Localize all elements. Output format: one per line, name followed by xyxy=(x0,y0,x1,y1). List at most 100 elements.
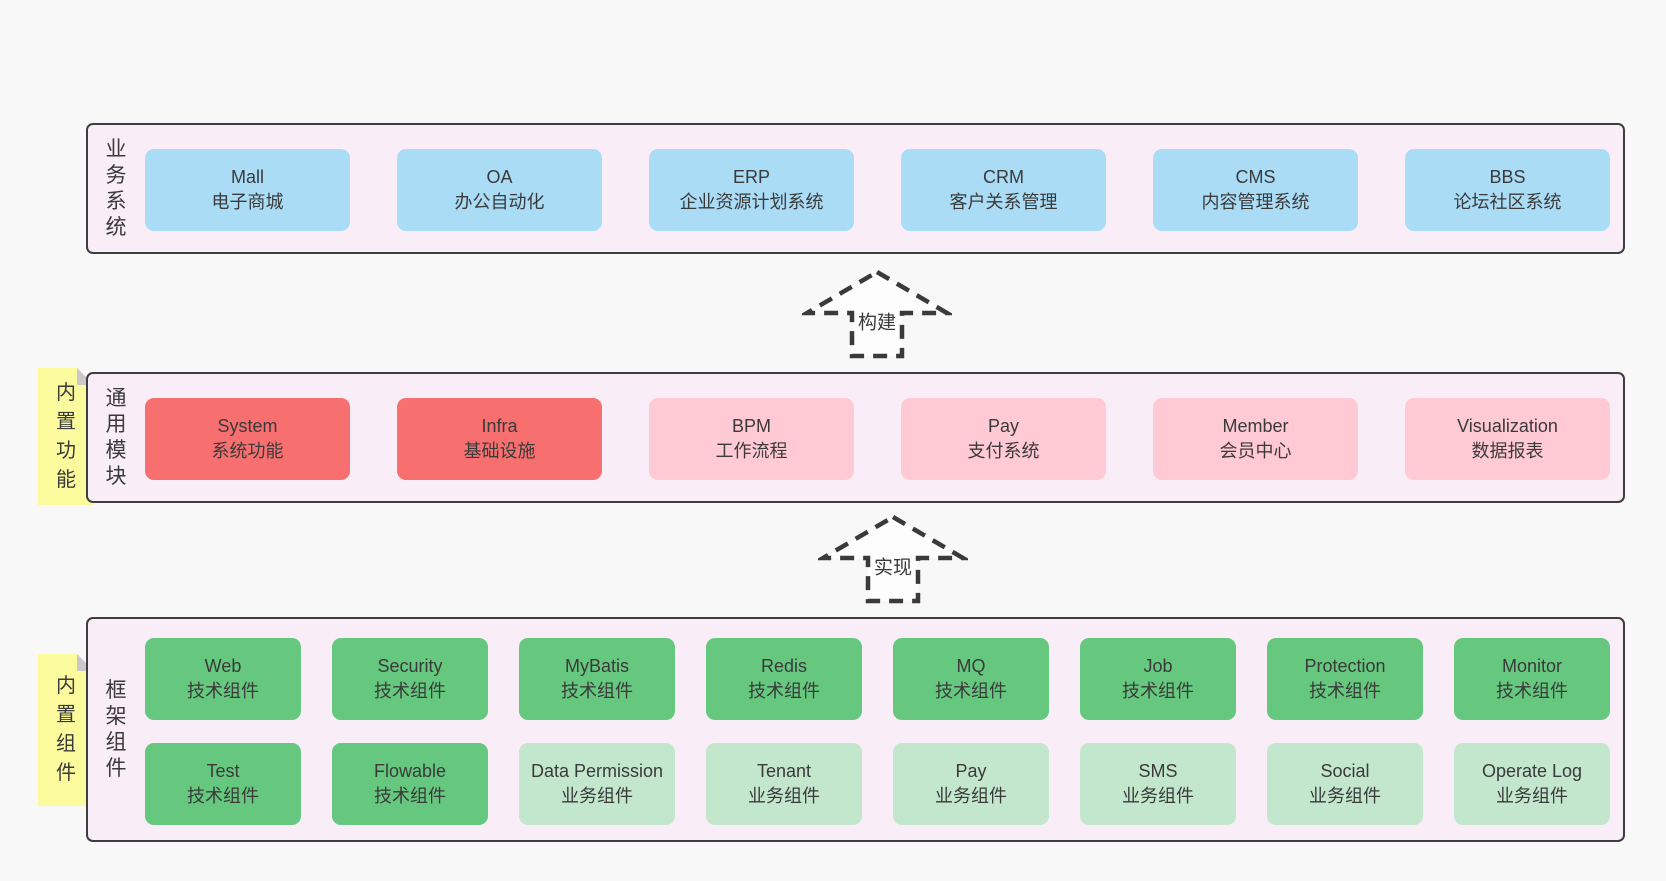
box-desc: 业务组件 xyxy=(748,786,820,806)
box-sms: SMS 业务组件 xyxy=(1080,743,1236,825)
box-operate-log: Operate Log 业务组件 xyxy=(1454,743,1610,825)
box-desc: 技术组件 xyxy=(187,681,259,701)
arrow-implement-label: 实现 xyxy=(870,552,916,580)
box-desc: 客户关系管理 xyxy=(949,192,1058,212)
box-desc: 数据报表 xyxy=(1471,441,1544,461)
box-mq: MQ 技术组件 xyxy=(893,638,1049,720)
box-name: Test xyxy=(206,761,240,781)
box-flowable: Flowable 技术组件 xyxy=(332,743,488,825)
box-desc: 基础设施 xyxy=(463,441,536,461)
section-business-label: 业务系统 xyxy=(105,137,127,239)
arrow-up-build: 构建 xyxy=(802,268,952,360)
note-text: 内置功能 xyxy=(56,381,76,491)
box-system: System 系统功能 xyxy=(145,398,350,480)
box-name: Protection xyxy=(1304,656,1386,676)
arrow-up-implement: 实现 xyxy=(818,513,968,605)
box-desc: 技术组件 xyxy=(1122,681,1194,701)
box-redis: Redis 技术组件 xyxy=(706,638,862,720)
box-desc: 会员中心 xyxy=(1219,441,1292,461)
box-desc: 办公自动化 xyxy=(454,192,545,212)
box-name: Data Permission xyxy=(530,761,664,781)
sticky-note-built-in-features: 内置功能 xyxy=(38,368,94,505)
section-framework-label: 框架组件 xyxy=(105,678,127,780)
box-visualization: Visualization 数据报表 xyxy=(1405,398,1610,480)
box-name: Redis xyxy=(760,656,808,676)
box-desc: 技术组件 xyxy=(935,681,1007,701)
box-desc: 技术组件 xyxy=(187,786,259,806)
arrow-build-label: 构建 xyxy=(854,307,900,335)
box-name: Web xyxy=(204,656,242,676)
box-web: Web 技术组件 xyxy=(145,638,301,720)
box-desc: 业务组件 xyxy=(1496,786,1568,806)
box-name: System xyxy=(217,416,278,436)
box-crm: CRM 客户关系管理 xyxy=(901,149,1106,231)
box-desc: 技术组件 xyxy=(1309,681,1381,701)
box-name: Flowable xyxy=(373,761,447,781)
box-desc: 业务组件 xyxy=(561,786,633,806)
box-name: SMS xyxy=(1138,761,1178,781)
box-member: Member 会员中心 xyxy=(1153,398,1358,480)
box-name: Pay xyxy=(987,416,1020,436)
box-desc: 技术组件 xyxy=(561,681,633,701)
section-modules-label: 通用模块 xyxy=(105,386,127,488)
box-test: Test 技术组件 xyxy=(145,743,301,825)
box-pay-component: Pay 业务组件 xyxy=(893,743,1049,825)
box-name: MQ xyxy=(956,656,986,676)
box-mall: Mall 电子商城 xyxy=(145,149,350,231)
box-mybatis: MyBatis 技术组件 xyxy=(519,638,675,720)
box-desc: 系统功能 xyxy=(211,441,284,461)
box-tenant: Tenant 业务组件 xyxy=(706,743,862,825)
box-desc: 技术组件 xyxy=(374,681,446,701)
box-desc: 电子商城 xyxy=(211,192,284,212)
box-name: OA xyxy=(486,167,513,187)
box-name: CMS xyxy=(1235,167,1276,187)
box-desc: 工作流程 xyxy=(715,441,788,461)
box-name: Mall xyxy=(230,167,264,187)
box-desc: 业务组件 xyxy=(1309,786,1381,806)
box-protection: Protection 技术组件 xyxy=(1267,638,1423,720)
box-desc: 支付系统 xyxy=(967,441,1040,461)
framework-row-2: Test 技术组件 Flowable 技术组件 Data Permission … xyxy=(145,743,1610,825)
box-erp: ERP 企业资源计划系统 xyxy=(649,149,854,231)
box-cms: CMS 内容管理系统 xyxy=(1153,149,1358,231)
box-name: Tenant xyxy=(756,761,812,781)
box-name: BBS xyxy=(1489,167,1526,187)
box-desc: 业务组件 xyxy=(1122,786,1194,806)
box-name: BPM xyxy=(731,416,771,436)
section-framework-components: 框架组件 Web 技术组件 Security 技术组件 MyBatis 技术组件… xyxy=(86,617,1625,842)
business-row: Mall 电子商城 OA 办公自动化 ERP 企业资源计划系统 CRM 客户关系… xyxy=(145,149,1610,231)
box-infra: Infra 基础设施 xyxy=(397,398,602,480)
box-monitor: Monitor 技术组件 xyxy=(1454,638,1610,720)
box-name: Visualization xyxy=(1457,416,1558,436)
box-name: Member xyxy=(1222,416,1289,436)
box-oa: OA 办公自动化 xyxy=(397,149,602,231)
box-desc: 技术组件 xyxy=(748,681,820,701)
box-job: Job 技术组件 xyxy=(1080,638,1236,720)
sticky-note-built-in-components: 内置组件 xyxy=(38,654,94,806)
box-name: CRM xyxy=(983,167,1024,187)
section-business-systems: 业务系统 Mall 电子商城 OA 办公自动化 ERP 企业资源计划系统 CRM… xyxy=(86,123,1625,254)
box-name: MyBatis xyxy=(564,656,629,676)
framework-row-1: Web 技术组件 Security 技术组件 MyBatis 技术组件 Redi… xyxy=(145,638,1610,720)
box-desc: 业务组件 xyxy=(935,786,1007,806)
section-common-modules: 通用模块 System 系统功能 Infra 基础设施 BPM 工作流程 Pay… xyxy=(86,372,1625,503)
box-pay-module: Pay 支付系统 xyxy=(901,398,1106,480)
box-desc: 技术组件 xyxy=(1496,681,1568,701)
box-bbs: BBS 论坛社区系统 xyxy=(1405,149,1610,231)
box-name: ERP xyxy=(732,167,770,187)
box-name: Social xyxy=(1320,761,1370,781)
box-name: Operate Log xyxy=(1481,761,1583,781)
box-security: Security 技术组件 xyxy=(332,638,488,720)
box-bpm: BPM 工作流程 xyxy=(649,398,854,480)
box-desc: 技术组件 xyxy=(374,786,446,806)
box-name: Security xyxy=(377,656,443,676)
box-name: Job xyxy=(1143,656,1173,676)
box-desc: 企业资源计划系统 xyxy=(679,192,824,212)
box-name: Pay xyxy=(955,761,987,781)
note-text: 内置组件 xyxy=(56,675,76,784)
box-desc: 论坛社区系统 xyxy=(1453,192,1562,212)
box-social: Social 业务组件 xyxy=(1267,743,1423,825)
box-name: Monitor xyxy=(1501,656,1563,676)
box-name: Infra xyxy=(481,416,518,436)
box-data-permission: Data Permission 业务组件 xyxy=(519,743,675,825)
